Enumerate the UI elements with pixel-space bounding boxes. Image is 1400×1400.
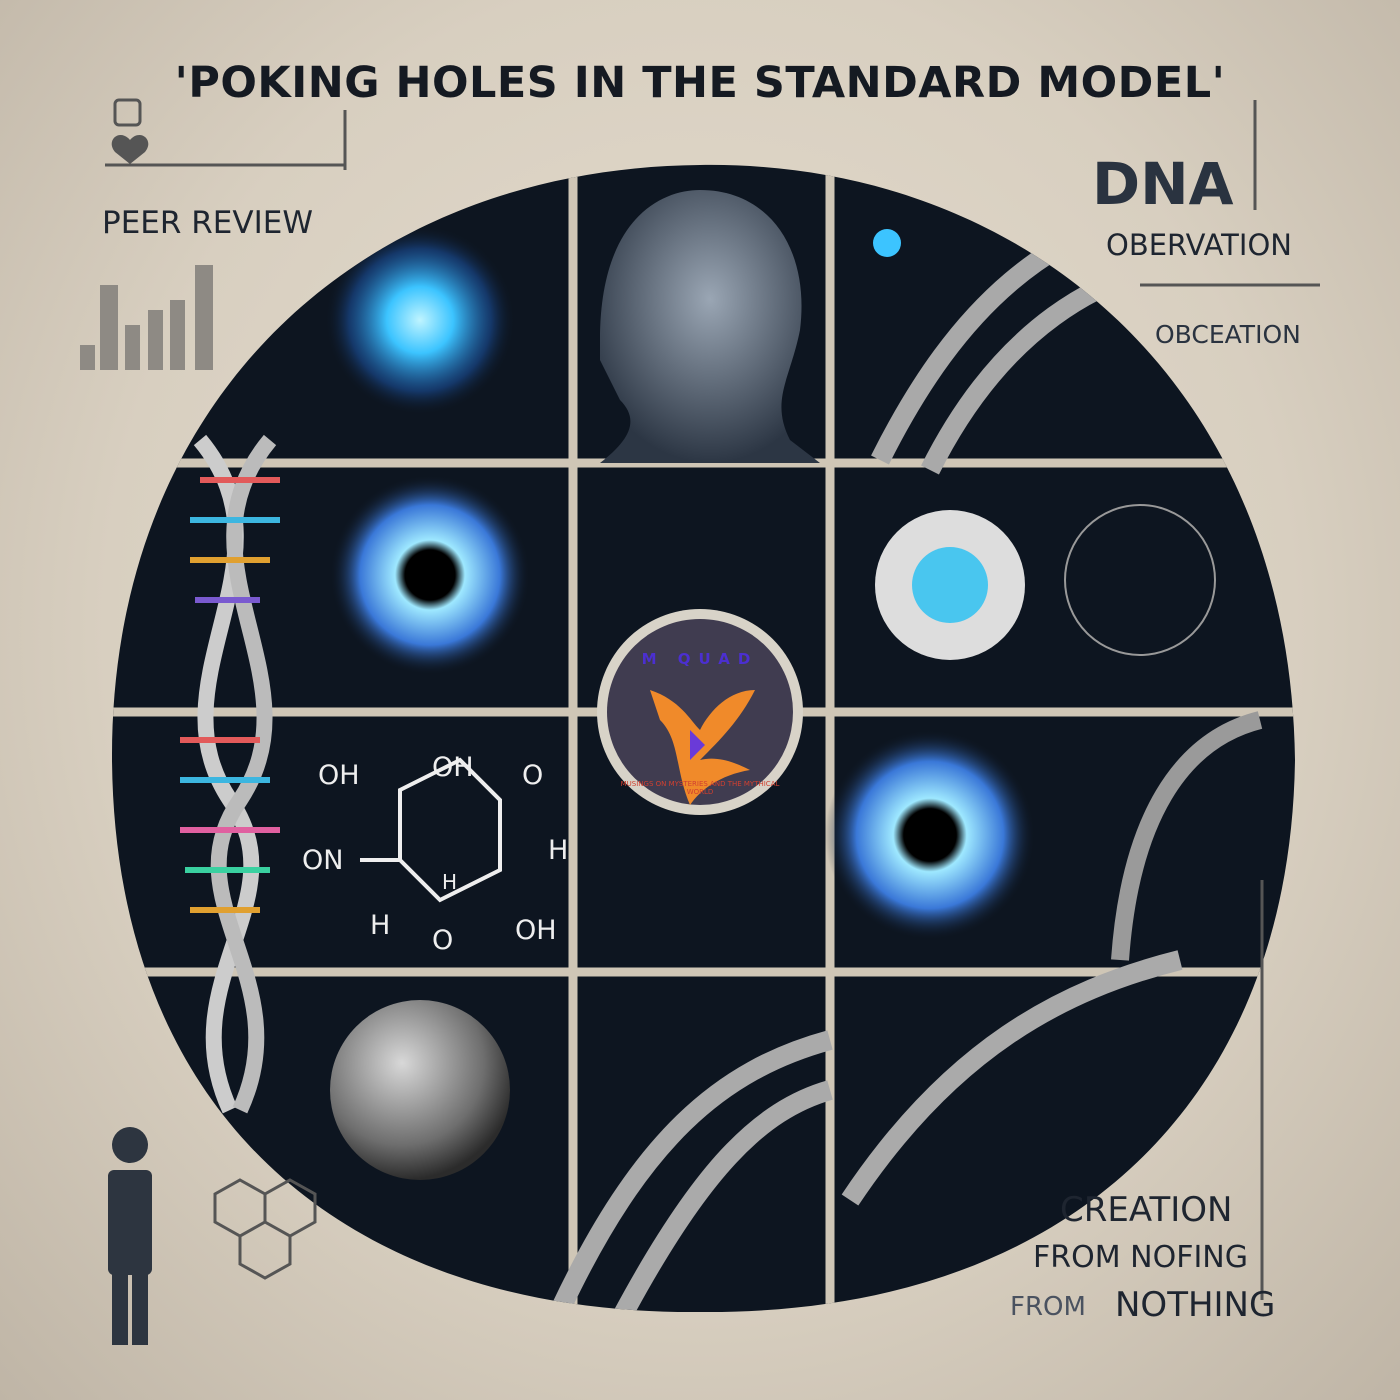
- nothing-label: NOTHING: [1115, 1285, 1276, 1325]
- bar-chart-icon: [80, 265, 213, 370]
- cosmic-sphere: [325, 225, 515, 415]
- chem-label: O: [432, 925, 454, 956]
- chem-label: H: [370, 910, 391, 941]
- human-figure-icon: [108, 1127, 152, 1345]
- glucose-molecule: [360, 757, 502, 903]
- orb: [873, 229, 901, 257]
- chem-label: ON: [302, 845, 344, 876]
- chem-label: OH: [318, 760, 360, 791]
- wire-sphere: [1064, 504, 1216, 656]
- logo-name: M QUAD: [641, 650, 759, 668]
- heart-icon: [111, 135, 149, 164]
- broken-wall-hole: [111, 164, 1296, 1313]
- dna-helix-right: [1111, 711, 1263, 961]
- creation-label: CREATION: [1060, 1190, 1233, 1230]
- observation-label: OBERVATION: [1106, 228, 1292, 262]
- from-nofing-label: FROM NOFING: [1033, 1240, 1248, 1275]
- human-head: [600, 190, 820, 463]
- dna-helix-left: [180, 434, 280, 1114]
- page-title: 'POKING HOLES IN THE STANDARD MODEL': [174, 58, 1226, 108]
- dna-label: DNA: [1092, 150, 1234, 218]
- moon: [330, 1000, 510, 1180]
- logo-badge: [607, 619, 793, 805]
- chem-label: OH: [432, 752, 474, 783]
- from-label: FROM: [1010, 1292, 1086, 1322]
- side-doodles: [105, 98, 1320, 1300]
- dna-helix-bottom: [550, 950, 1183, 1313]
- logo-ring-text: MUSINGS ON MYSTERIES AND THE MYTHICAL WO…: [620, 780, 780, 796]
- black-hole-2: [825, 730, 1035, 940]
- observation-label-2: OBCEATION: [1155, 320, 1301, 349]
- chem-label: H: [548, 835, 569, 866]
- chem-label: O: [522, 760, 544, 791]
- chem-label: OH: [515, 915, 557, 946]
- peer-review-label: PEER REVIEW: [102, 205, 313, 241]
- black-hole: [330, 475, 530, 675]
- chem-label: H: [442, 870, 458, 894]
